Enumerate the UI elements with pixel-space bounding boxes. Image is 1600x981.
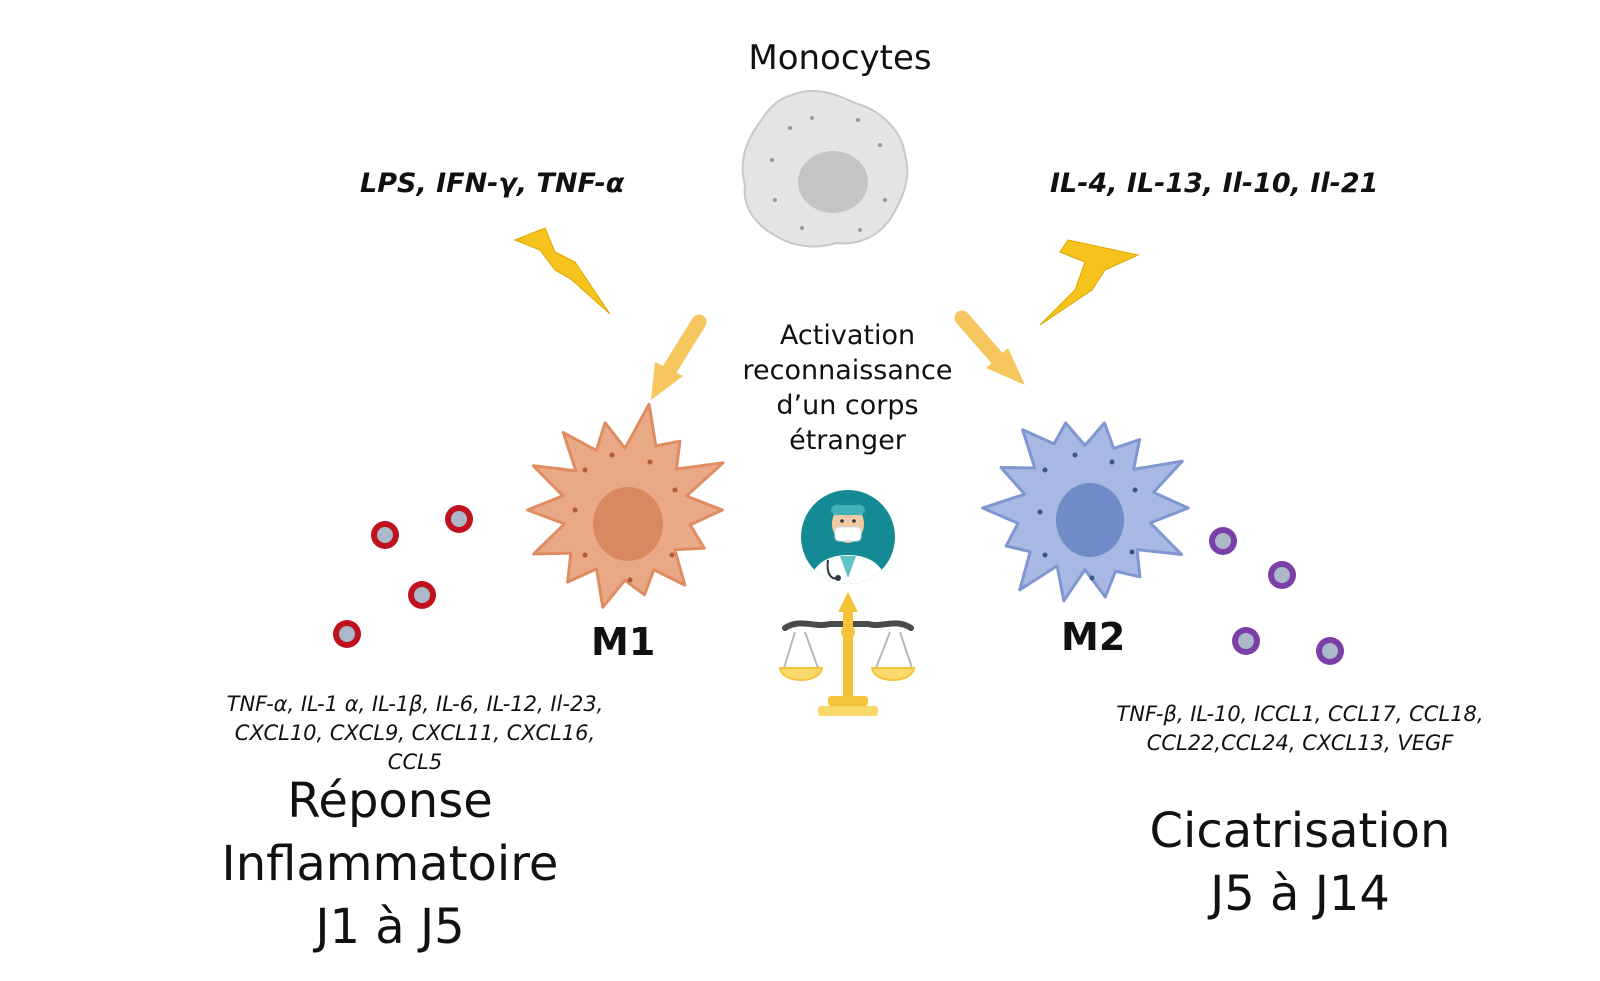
activation-label: Activation reconnaissance d’un corps étr… xyxy=(715,318,980,458)
m1-stimuli-label: LPS, IFN-γ, TNF-α xyxy=(360,168,625,199)
balance-scale-icon xyxy=(778,592,916,716)
lightning-icon xyxy=(1039,239,1140,326)
m2-cytokines: TNF-β, IL-10, ICCL1, CCL17, CCL18, CCL22… xyxy=(1110,700,1490,758)
m1-macrophage-icon xyxy=(526,402,725,609)
activation-line-2: reconnaissance xyxy=(742,355,953,386)
m1-outcome-line-1: Réponse xyxy=(287,773,493,829)
m1-outcome-line-3: J1 à J5 xyxy=(315,899,465,955)
m2-cytokines-line-1: TNF-β, IL-10, ICCL1, CCL17, CCL18, xyxy=(1116,702,1484,726)
m1-outcome: Réponse Inflammatoire J1 à J5 xyxy=(190,770,590,959)
m2-cytokines-line-2: CCL22,CCL24, CXCL13, VEGF xyxy=(1146,731,1454,755)
m1-cytokines: TNF-α, IL-1 α, IL-1β, IL-6, IL-12, Il-23… xyxy=(205,690,625,777)
m1-cytokines-line-2: CXCL10, CXCL9, CXCL11, CXCL16, CCL5 xyxy=(234,721,596,774)
activation-line-4: étranger xyxy=(789,425,906,456)
m2-cytokine-particles xyxy=(1209,527,1344,665)
monocytes-label: Monocytes xyxy=(748,38,932,78)
m1-cytokines-line-1: TNF-α, IL-1 α, IL-1β, IL-6, IL-12, Il-23… xyxy=(226,692,604,716)
m2-outcome-line-2: J5 à J14 xyxy=(1210,866,1390,922)
activation-line-3: d’un corps xyxy=(776,390,919,421)
m1-label: M1 xyxy=(591,620,656,664)
doctor-icon xyxy=(801,490,895,584)
m2-label: M2 xyxy=(1061,615,1126,659)
monocyte-cell-icon xyxy=(741,89,909,248)
lightning-icon xyxy=(513,227,611,315)
m2-stimuli-label: IL-4, IL-13, Il-10, Il-21 xyxy=(1050,168,1379,199)
m1-outcome-line-2: Inflammatoire xyxy=(221,836,559,892)
arrow-icon xyxy=(651,314,707,400)
arrow-icon xyxy=(954,310,1025,385)
m1-cytokine-particles xyxy=(333,505,473,648)
m2-outcome-line-1: Cicatrisation xyxy=(1149,803,1451,859)
m2-outcome: Cicatrisation J5 à J14 xyxy=(1110,800,1490,926)
m2-macrophage-icon xyxy=(981,421,1190,603)
activation-line-1: Activation xyxy=(779,320,916,351)
